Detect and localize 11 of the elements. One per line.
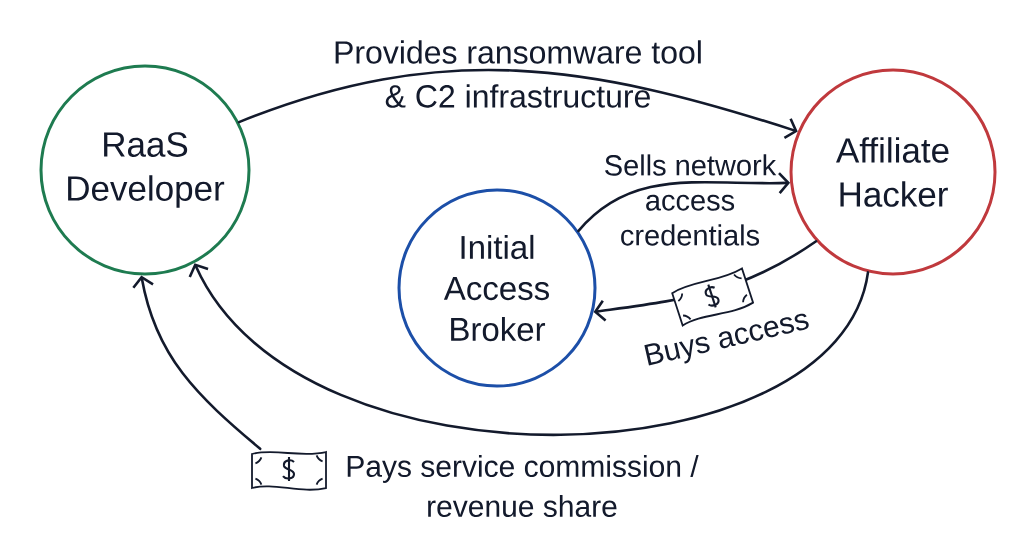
circle-node: Affiliate Hacker (789, 68, 997, 276)
arrow (577, 172, 791, 233)
arrow (132, 275, 262, 451)
arrow (188, 263, 870, 437)
edge-label: Provides ransomware tool & C2 infrastructure (335, 40, 701, 108)
node-caption: Pays service commission / revenue share (347, 455, 699, 518)
arrow (237, 68, 798, 139)
circle-node: RaaS Developer (39, 64, 251, 276)
edge-label: Buys access (644, 313, 809, 366)
edge-label: Sells network access credentials (605, 154, 777, 246)
circle-node: Initial Access Broker (397, 188, 597, 388)
